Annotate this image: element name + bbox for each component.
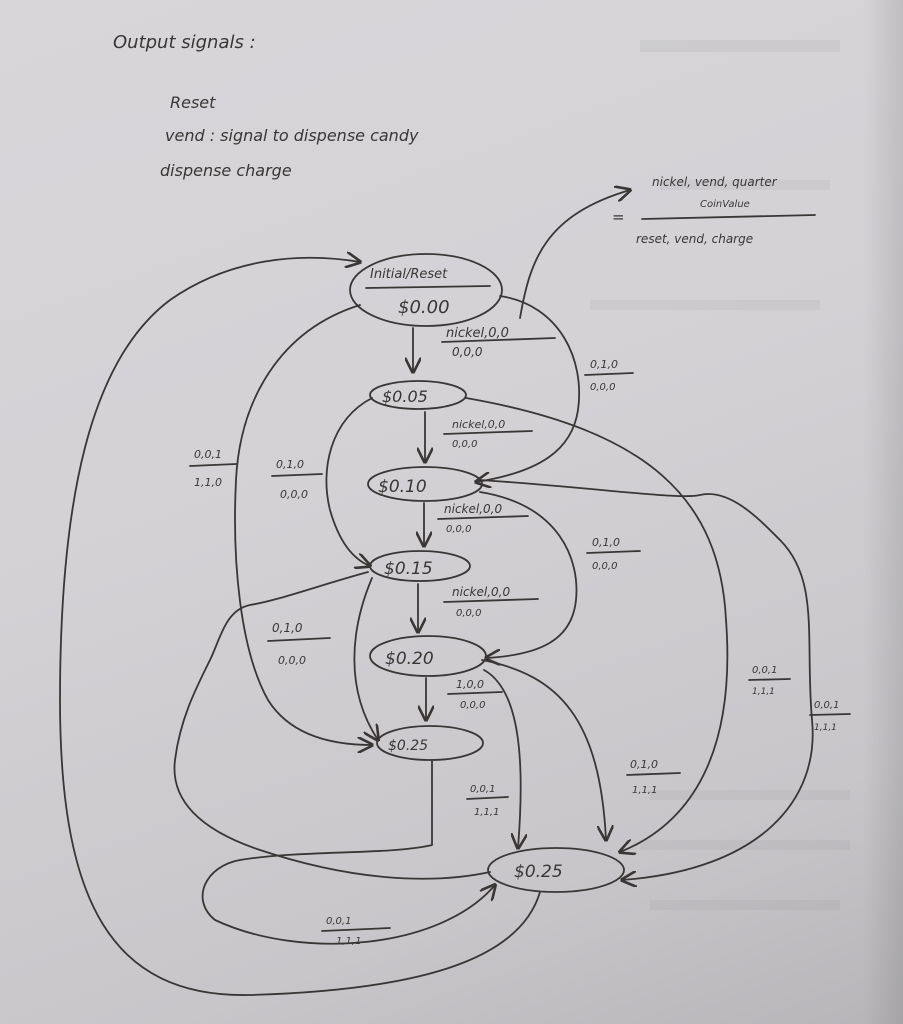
fraction-right-a — [584, 372, 634, 376]
arrow-0-15-to-0-25a — [353, 577, 378, 740]
fraction-far-a — [748, 678, 791, 681]
fraction-t10-15 — [437, 515, 529, 520]
fraction-left-b — [271, 473, 323, 477]
label-low-in: 0,1,0 — [630, 758, 658, 771]
state-0-25-b-label: $0.25 — [514, 862, 563, 882]
label-t05-10-in: nickel,0,0 — [452, 418, 505, 431]
label-far-a-in: 0,0,1 — [752, 665, 777, 676]
label-t15-20-in: nickel,0,0 — [452, 585, 510, 599]
label-right-b-in: 0,1,0 — [592, 536, 620, 549]
arrow-0-05-to-0-15 — [325, 397, 372, 566]
arrow-0-10-to-0-25b — [479, 479, 814, 880]
legend-leader-arrow — [519, 190, 630, 319]
label-bottom-in: 0,0,1 — [326, 916, 351, 927]
label-right-a-in: 0,1,0 — [590, 358, 618, 371]
state-0-25-a-label: $0.25 — [388, 738, 428, 754]
notes-vend: vend : signal to dispense candy — [165, 126, 419, 145]
label-mid-out: 1,1,1 — [474, 807, 499, 818]
notes-reset: Reset — [170, 93, 216, 112]
fraction-t15-20 — [443, 598, 539, 603]
fraction-left-a — [189, 463, 237, 467]
label-far-a-out: 1,1,1 — [752, 687, 775, 697]
state-0-15: $0.15 — [369, 550, 471, 582]
state-initial-name: Initial/Reset — [370, 267, 448, 282]
state-0-05-label: $0.05 — [382, 387, 428, 406]
state-0-20-label: $0.20 — [385, 649, 434, 669]
label-t05-10-out: 0,0,0 — [452, 439, 477, 450]
state-initial: Initial/Reset $0.00 — [349, 253, 503, 327]
label-t00-05-in: nickel,0,0 — [446, 326, 509, 341]
arrow-initial-to-0-25a — [234, 304, 372, 745]
arrow-0-00-to-0-10 — [476, 295, 580, 482]
label-t10-15-in: nickel,0,0 — [444, 502, 502, 516]
state-0-25-a: $0.25 — [376, 725, 484, 761]
label-t20-25-out: 0,0,0 — [460, 700, 485, 711]
fraction-bottom — [321, 927, 391, 932]
label-bottom-out: 1,1,1 — [336, 936, 361, 947]
arrow-0-15-to-0-25b-left — [173, 571, 491, 880]
legend-subtitle: CoinValue — [700, 199, 750, 210]
state-0-10: $0.10 — [367, 466, 483, 502]
label-low-out: 1,1,1 — [632, 785, 657, 796]
label-left-a-out: 1,1,0 — [194, 476, 222, 489]
label-t15-20-out: 0,0,0 — [456, 608, 481, 619]
state-0-00: $0.00 — [398, 297, 450, 318]
label-far-b-out: 1,1,1 — [814, 723, 837, 733]
arrow-0-05-to-0-25b — [465, 397, 729, 852]
fraction-t05-10 — [443, 430, 533, 435]
arrow-0-25b-to-initial — [59, 258, 541, 996]
notes-dispense: dispense charge — [160, 161, 292, 180]
arrow-0-20-to-0-25b-right — [481, 659, 606, 840]
arrow-0-10-to-0-20 — [479, 491, 578, 658]
label-left-c-out: 0,0,0 — [278, 654, 306, 667]
label-left-b-in: 0,1,0 — [276, 458, 304, 471]
fraction-low — [626, 772, 681, 776]
state-0-25-b: $0.25 — [487, 847, 625, 893]
state-0-10-label: $0.10 — [378, 477, 427, 497]
label-far-b-in: 0,0,1 — [814, 700, 839, 711]
state-0-15-label: $0.15 — [384, 559, 433, 579]
arrow-0-20-to-0-25b-mid — [483, 669, 521, 848]
fraction-t00-05 — [441, 337, 556, 343]
label-t20-25-in: 1,0,0 — [456, 678, 484, 691]
state-0-05: $0.05 — [369, 380, 467, 410]
legend-outputs: reset, vend, charge — [636, 232, 753, 246]
label-left-c-in: 0,1,0 — [272, 621, 303, 635]
legend-fraction-line — [641, 214, 816, 220]
fraction-left-c — [267, 637, 331, 642]
fraction-far-b — [809, 713, 851, 716]
label-t10-15-out: 0,0,0 — [446, 524, 471, 535]
page-shadow — [863, 0, 903, 1024]
label-right-a-out: 0,0,0 — [590, 382, 615, 393]
label-right-b-out: 0,0,0 — [592, 561, 617, 572]
bleed-through — [590, 40, 850, 910]
label-mid-in: 0,0,1 — [470, 784, 495, 795]
state-0-20: $0.20 — [369, 635, 487, 677]
arrow-0-25a-to-0-25b — [201, 759, 495, 945]
notes-heading: Output signals : — [113, 32, 256, 53]
label-left-b-out: 0,0,0 — [280, 488, 308, 501]
label-t00-05-out: 0,0,0 — [452, 345, 483, 359]
label-left-a-in: 0,0,1 — [194, 448, 222, 461]
fraction-mid — [466, 796, 509, 800]
legend-inputs: nickel, vend, quarter — [652, 175, 778, 189]
legend-equals: = — [612, 208, 625, 226]
fraction-right-b — [586, 550, 641, 554]
fraction-t20-25 — [447, 691, 503, 695]
